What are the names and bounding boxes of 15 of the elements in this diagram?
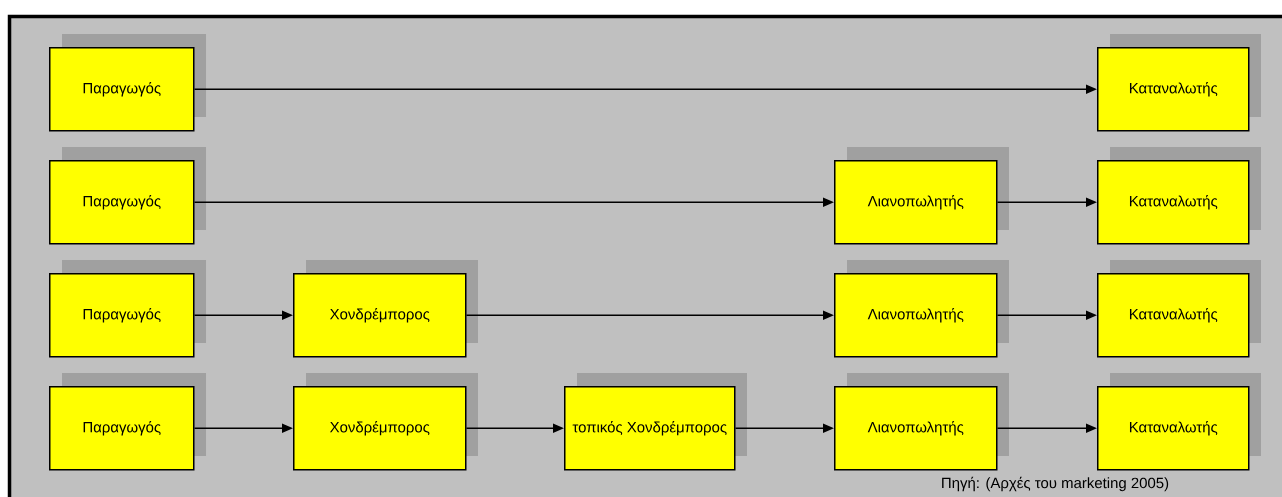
process-box: Παραγωγός: [49, 160, 195, 245]
process-box: Καταναλωτής: [1097, 273, 1250, 358]
source-note: Πηγή: (Αρχές του marketing 2005): [942, 476, 1169, 492]
process-box: Παραγωγός: [49, 273, 195, 358]
process-box: τοπικός Χονδρέμπορος: [564, 386, 736, 471]
process-box: Χονδρέμπορος: [293, 273, 467, 358]
process-box: Λιανοπωλητής: [834, 160, 998, 245]
process-box: Καταναλωτής: [1097, 47, 1250, 132]
process-box: Λιανοπωλητής: [834, 273, 998, 358]
process-box: Χονδρέμπορος: [293, 386, 467, 471]
process-box: Λιανοπωλητής: [834, 386, 998, 471]
process-box: Παραγωγός: [49, 47, 195, 132]
process-box: Καταναλωτής: [1097, 386, 1250, 471]
process-box: Καταναλωτής: [1097, 160, 1250, 245]
process-box: Παραγωγός: [49, 386, 195, 471]
